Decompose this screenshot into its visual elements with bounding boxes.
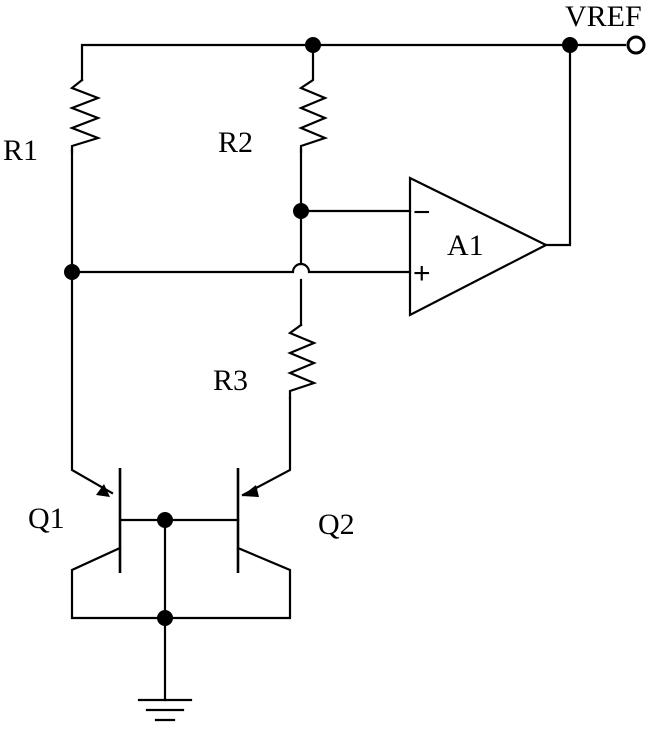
ground-icon	[139, 700, 191, 720]
junction-dot	[64, 264, 80, 280]
q2-emitter-wire	[243, 398, 290, 495]
resistor-r2	[301, 45, 325, 152]
noninverting-input-wire	[72, 264, 410, 272]
r2-label: R2	[218, 126, 253, 159]
opamp-plus-sign: +	[413, 257, 431, 290]
opamp-minus-sign: −	[413, 196, 431, 229]
junction-dot	[562, 37, 578, 53]
a1-label: A1	[447, 229, 484, 262]
vref-terminal	[628, 37, 644, 53]
base-wire	[120, 520, 238, 700]
top-rail-wire	[82, 45, 625, 80]
junction-dot	[293, 203, 309, 219]
resistor-r1	[72, 80, 98, 152]
junction-dot	[305, 37, 321, 53]
transistor-q1	[72, 468, 165, 618]
r3-label: R3	[213, 364, 248, 397]
left-branch-wire	[72, 150, 112, 493]
resistor-r3	[290, 325, 314, 398]
transistor-q2	[165, 468, 290, 618]
junction-dot	[157, 512, 173, 528]
opamp-output-wire	[546, 45, 570, 245]
vref-label: VREF	[565, 0, 642, 33]
q1-label: Q1	[28, 502, 65, 535]
junction-dot	[157, 610, 173, 626]
r1-label: R1	[3, 134, 38, 167]
q2-label: Q2	[318, 508, 355, 541]
